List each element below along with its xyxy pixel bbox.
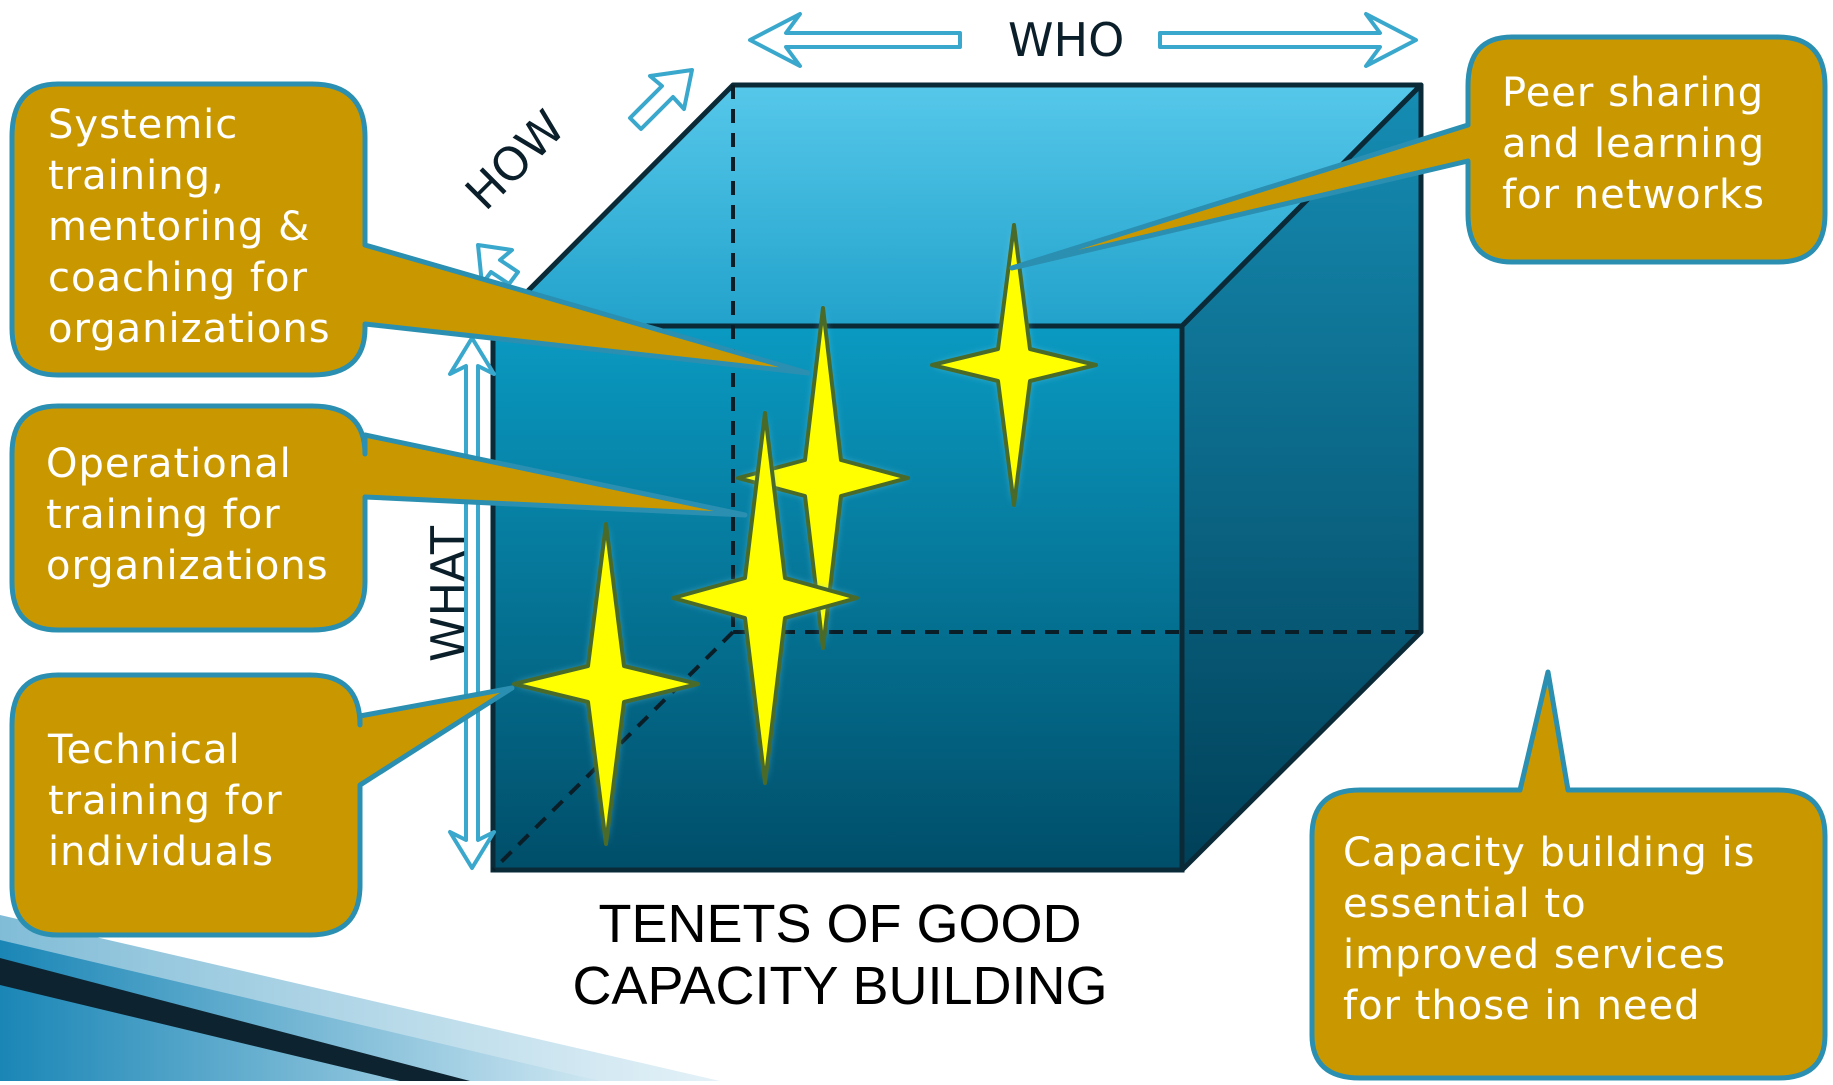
callout-shapes [9, 34, 1828, 1081]
callout-peer-shape [1009, 34, 1828, 271]
diagram-title-line-2: CAPACITY BUILDING [572, 956, 1108, 1016]
what-arrow [448, 336, 496, 870]
what-label: WHAT [421, 525, 475, 663]
callout-essential-shape [1309, 669, 1828, 1081]
star-center [671, 411, 859, 785]
star-top-right [930, 223, 1098, 507]
callout-technical-shape [9, 672, 515, 938]
who-arrow [748, 12, 1418, 68]
callout-systemic-shape [9, 81, 811, 378]
callout-peer-text: Peer sharing and learning for networks [1502, 70, 1766, 218]
diagram-title-line-1: TENETS OF GOOD [598, 894, 1082, 954]
corner-stripe-decoration [0, 915, 720, 1081]
star-upper-middle [736, 306, 910, 650]
star-lower-left [512, 522, 700, 846]
callout-operational-text: Operational training for organizations [46, 441, 329, 589]
who-label: WHO [1008, 13, 1125, 67]
callout-systemic-text: Systemic training, mentoring & coaching … [48, 102, 331, 352]
callout-essential-text: Capacity building is essential to improv… [1343, 830, 1756, 1029]
stars [512, 223, 1098, 846]
callout-operational-shape [9, 403, 748, 633]
callout-technical-text: Technical training for individuals [48, 727, 283, 875]
